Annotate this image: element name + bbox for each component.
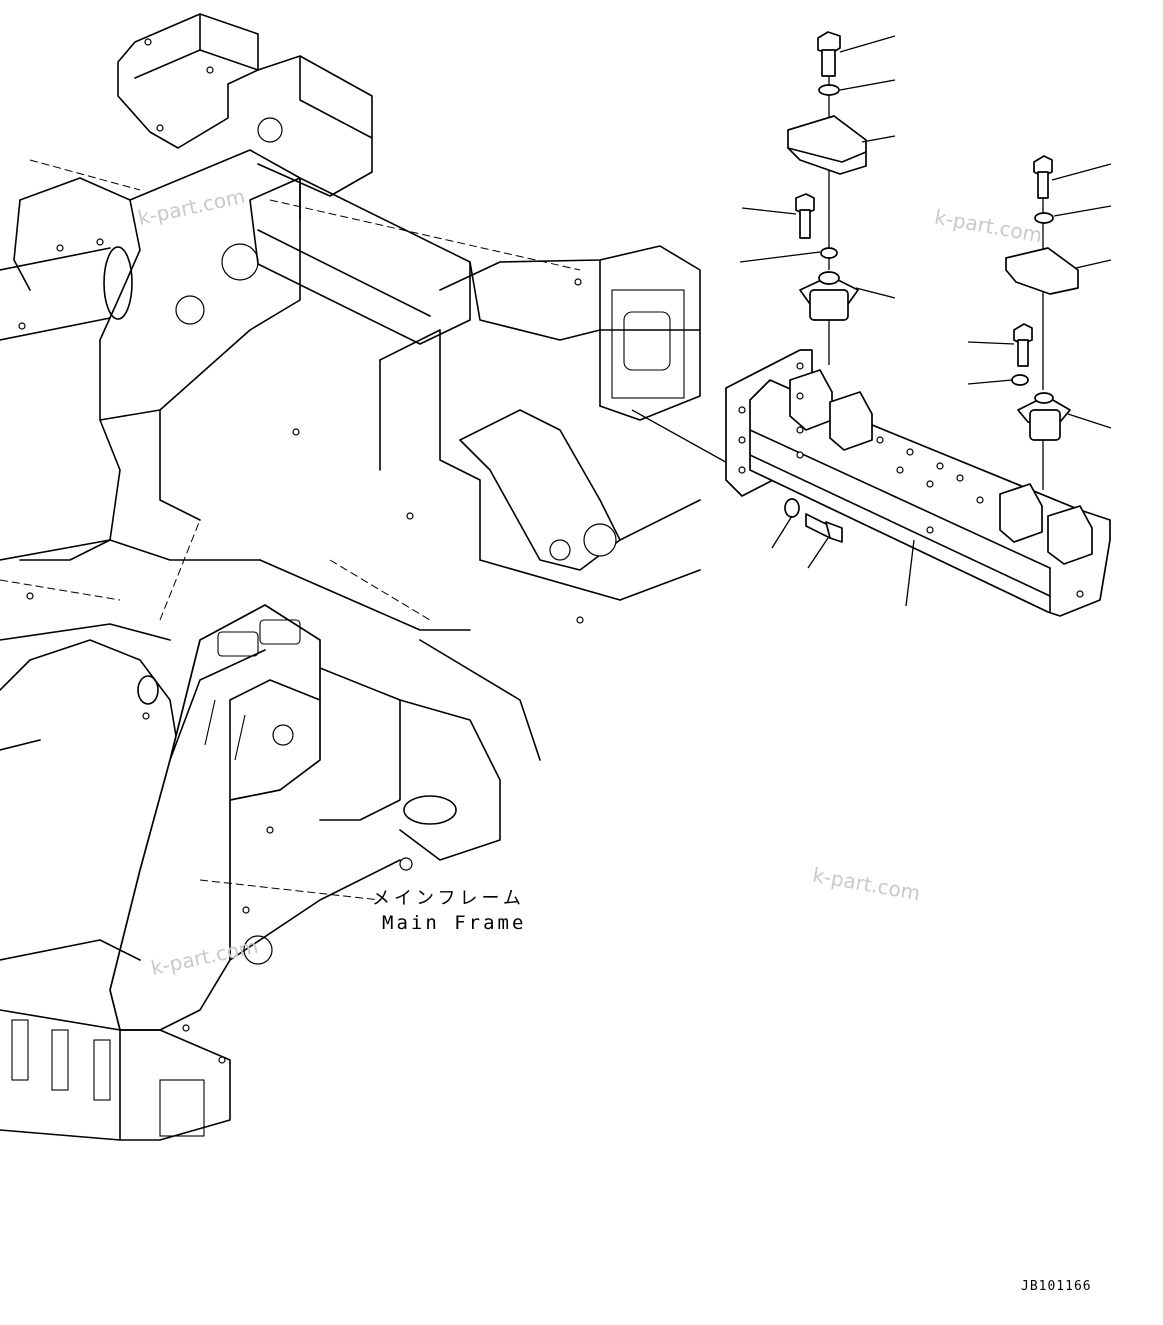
mount-plate-icon [787,115,867,175]
bolt-icon [817,31,841,77]
callout-leaders [739,35,1112,607]
rubber-mount-icon [799,271,859,321]
part-label-japanese: メインフレーム [372,888,525,909]
rear-frame-beam [725,349,1111,617]
bolt-icon [805,513,843,543]
part-label-english: Main Frame [382,912,527,934]
document-id: JB101166 [1021,1279,1092,1294]
frame-fastener-dots [18,38,584,1064]
washer-icon [784,498,800,518]
exploded-parts [631,31,1112,617]
washer-icon [818,84,840,96]
main-frame-assembly [0,13,701,1141]
